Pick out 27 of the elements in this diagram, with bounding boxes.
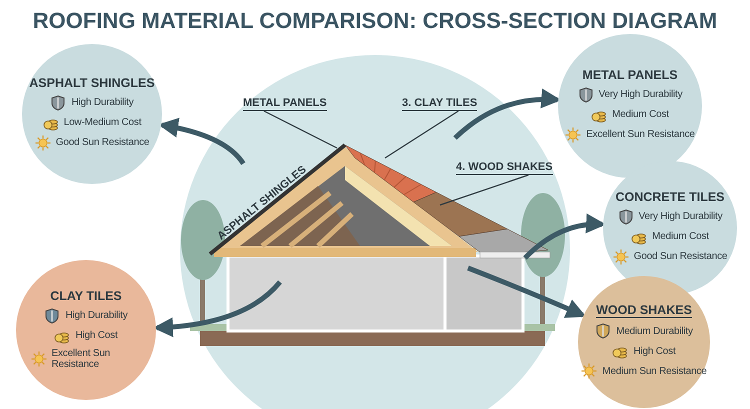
rating-text: Good Sun Resistance xyxy=(56,137,150,148)
rating-text: Medium Cost xyxy=(612,109,669,120)
rating-text: Good Sun Resistance xyxy=(634,251,728,262)
circle-heading: METAL PANELS xyxy=(582,68,678,82)
rating-text: Very High Durability xyxy=(598,89,682,100)
circle-heading: ASPHALT SHINGLES xyxy=(29,76,155,90)
curved-arrow xyxy=(467,266,586,318)
rating-text: Low-Medium Cost xyxy=(64,117,142,128)
callout-label: METAL PANELS xyxy=(243,97,327,111)
rating-text: High Durability xyxy=(65,310,128,321)
callout-label: 3. CLAY TILES xyxy=(402,97,478,111)
rating-text: Excellent Sun Resistance xyxy=(586,129,695,140)
rating-text: High Cost xyxy=(633,346,676,356)
leader-line xyxy=(440,174,529,206)
leader-line xyxy=(384,110,459,158)
callout-label: 4. WOOD SHAKES xyxy=(456,161,553,175)
rating-text: Very High Durability xyxy=(638,211,722,222)
rating-text: Excellent Sun Resistance xyxy=(52,348,112,370)
leader-line xyxy=(264,110,338,149)
rating-text: High Cost xyxy=(75,330,118,341)
rating-text: Medium Cost xyxy=(652,231,709,242)
title: ROOFING MATERIAL COMPARISON: CROSS-SECTION DIAGRAM xyxy=(32,8,718,34)
circle-heading: WOOD SHAKES xyxy=(596,303,692,318)
rating-text: Medium Durability xyxy=(616,326,693,336)
circle-heading: CONCRETE TILES xyxy=(615,190,725,204)
rating-text: High Durability xyxy=(71,97,134,108)
circle-heading: CLAY TILES xyxy=(50,288,122,302)
